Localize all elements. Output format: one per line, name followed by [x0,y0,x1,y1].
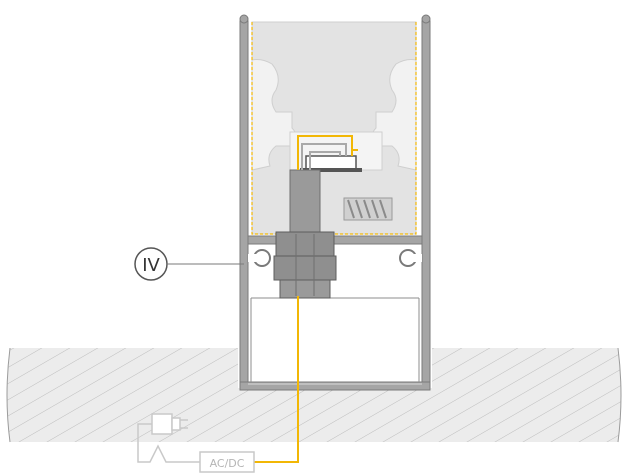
callout-iv-label: IV [142,255,160,276]
plug-icon [137,413,200,463]
mounting-surface-section [6,347,622,443]
callout-iv: IV [134,247,244,281]
ac-dc-converter-icon: AC/DC [199,451,255,473]
wiring [254,135,358,463]
fixing-screw [343,197,393,221]
ac-dc-label: AC/DC [210,457,245,470]
aluminium-profile [239,14,431,391]
cable-gland [273,169,337,299]
live-wire [254,296,299,463]
terminal-connector [300,155,362,172]
